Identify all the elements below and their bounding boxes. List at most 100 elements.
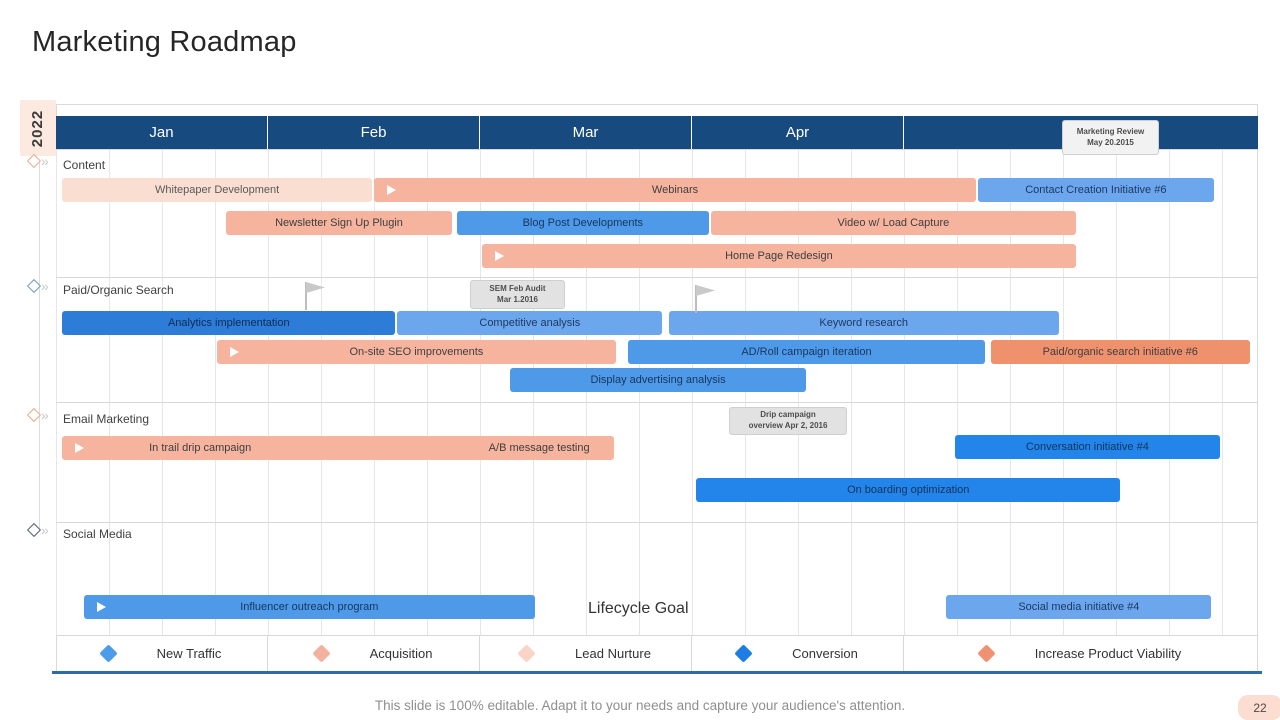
- gantt-bar[interactable]: Webinars: [374, 178, 977, 202]
- gantt-bar[interactable]: Contact Creation Initiative #6: [978, 178, 1214, 202]
- chevrons-icon: »: [41, 407, 49, 423]
- gantt-bar-label: Competitive analysis: [479, 317, 581, 329]
- gantt-bar-label: Newsletter Sign Up Plugin: [275, 217, 403, 229]
- milestone-flag-icon: [691, 283, 717, 320]
- gantt-bar[interactable]: Video w/ Load Capture: [711, 211, 1076, 235]
- legend-label: Lead Nurture: [575, 646, 651, 661]
- section-divider: [56, 402, 1258, 403]
- legend-diamond-icon: [977, 644, 996, 663]
- gantt-bar[interactable]: Competitive analysis: [397, 311, 663, 335]
- section-label: Paid/Organic Search: [63, 283, 174, 297]
- play-icon: [495, 251, 505, 261]
- month-header-cell: Feb: [268, 116, 480, 149]
- callout-line: SEM Feb Audit: [489, 283, 546, 293]
- diamond-icon: [26, 153, 42, 169]
- year-label: 2022: [29, 109, 47, 147]
- section-divider: [56, 277, 1258, 278]
- gantt-bar-label: AD/Roll campaign iteration: [741, 346, 872, 358]
- gantt-bar-label: Contact Creation Initiative #6: [1025, 184, 1167, 196]
- play-icon: [230, 347, 240, 357]
- gantt-bar[interactable]: Blog Post Developments: [456, 211, 709, 235]
- legend-item[interactable]: Conversion: [692, 636, 904, 671]
- gantt-bar[interactable]: Newsletter Sign Up Plugin: [225, 211, 453, 235]
- gantt-bar[interactable]: Home Page Redesign: [482, 244, 1076, 268]
- chevrons-icon: »: [41, 522, 49, 538]
- section-label: Social Media: [63, 527, 132, 541]
- legend-item[interactable]: Increase Product Viability: [904, 636, 1257, 671]
- gantt-bar-label: Analytics implementation: [167, 317, 290, 329]
- gantt-bar[interactable]: Analytics implementation: [62, 311, 396, 335]
- gantt-bar-label: Paid/organic search initiative #6: [1042, 346, 1198, 358]
- callout-line: Drip campaign: [760, 410, 816, 420]
- gantt-bar[interactable]: In trail drip campaign A/B message testin…: [62, 436, 614, 460]
- legend-label: Acquisition: [369, 646, 433, 661]
- legend: New Traffic Acquisition Lead Nurture Conver…: [56, 635, 1258, 671]
- section-milestone-marker[interactable]: »: [26, 522, 49, 538]
- gantt-bar-label: Whitepaper Development: [155, 184, 280, 196]
- section-divider: [56, 522, 1258, 523]
- gantt-bar-label: Webinars: [651, 184, 699, 196]
- gantt-bar[interactable]: On-site SEO improvements: [217, 340, 616, 364]
- month-header-cell: Mar: [480, 116, 692, 149]
- month-header-cell: Apr: [692, 116, 904, 149]
- page-title: Marketing Roadmap: [32, 26, 297, 58]
- chevrons-icon: »: [41, 153, 49, 169]
- gantt-bar-label: Influencer outreach program: [240, 601, 379, 613]
- gantt-bar-label: In trail drip campaign: [149, 442, 252, 454]
- gantt-bar-label: Conversation initiative #4: [1025, 441, 1149, 453]
- diamond-icon: [26, 522, 42, 538]
- gantt-bar-label: Keyword research: [819, 317, 909, 329]
- section-marker-rail: [39, 162, 40, 532]
- diamond-icon: [26, 278, 42, 294]
- diamond-icon: [26, 407, 42, 423]
- gantt-bar[interactable]: Whitepaper Development: [62, 178, 372, 202]
- callout-line: Marketing Review: [1076, 126, 1145, 136]
- gantt-bar[interactable]: Keyword research: [668, 311, 1059, 335]
- year-tab: 2022: [20, 100, 56, 156]
- gantt-bar-label: Display advertising analysis: [590, 374, 726, 386]
- section-label: Email Marketing: [63, 412, 150, 426]
- gantt-bar[interactable]: Paid/organic search initiative #6: [990, 340, 1250, 364]
- section-milestone-marker[interactable]: »: [26, 153, 49, 169]
- gantt-bar[interactable]: Influencer outreach program: [83, 595, 536, 619]
- legend-item[interactable]: Acquisition: [268, 636, 480, 671]
- play-icon: [96, 602, 106, 612]
- legend-diamond-icon: [517, 644, 536, 663]
- section-divider: [56, 149, 1258, 150]
- gantt-bar[interactable]: AD/Roll campaign iteration: [628, 340, 985, 364]
- callout-line: Mar 1.2016: [497, 294, 538, 304]
- play-icon: [387, 185, 396, 195]
- bottom-accent-line: [52, 671, 1262, 674]
- gantt-bar-label: Video w/ Load Capture: [837, 217, 950, 229]
- legend-diamond-icon: [311, 644, 331, 663]
- gantt-bar-label: Blog Post Developments: [522, 217, 644, 229]
- legend-label: Conversion: [792, 646, 858, 661]
- legend-diamond-icon: [734, 644, 753, 663]
- gantt-bar-label: Social media initiative #4: [1018, 601, 1140, 613]
- section-milestone-marker[interactable]: »: [26, 278, 49, 294]
- gantt-bar[interactable]: Conversation initiative #4: [954, 435, 1220, 459]
- month-header-cell: Jan: [56, 116, 268, 149]
- callout-line: May 20.2015: [1087, 137, 1134, 147]
- legend-label: Increase Product Viability: [1034, 646, 1182, 661]
- legend-label: New Traffic: [156, 646, 222, 661]
- gantt-bar-label: On boarding optimization: [847, 484, 970, 496]
- gantt-bar[interactable]: On boarding optimization: [696, 478, 1121, 502]
- gantt-bar-label: A/B message testing: [488, 442, 590, 454]
- gantt-bar[interactable]: Display advertising analysis: [509, 368, 807, 392]
- play-icon: [75, 443, 85, 453]
- section-milestone-marker[interactable]: »: [26, 407, 49, 423]
- legend-item[interactable]: New Traffic: [56, 636, 268, 671]
- gantt-bar[interactable]: Social media initiative #4: [946, 595, 1212, 619]
- legend-item[interactable]: Lead Nurture: [480, 636, 692, 671]
- section-label: Content: [63, 158, 106, 172]
- footer-note: This slide is 100% editable. Adapt it to…: [374, 698, 906, 713]
- gantt-bar-label: Home Page Redesign: [725, 250, 833, 262]
- gantt-bar-label: On-site SEO improvements: [349, 346, 484, 358]
- callout-line: overview Apr 2, 2016: [748, 421, 828, 430]
